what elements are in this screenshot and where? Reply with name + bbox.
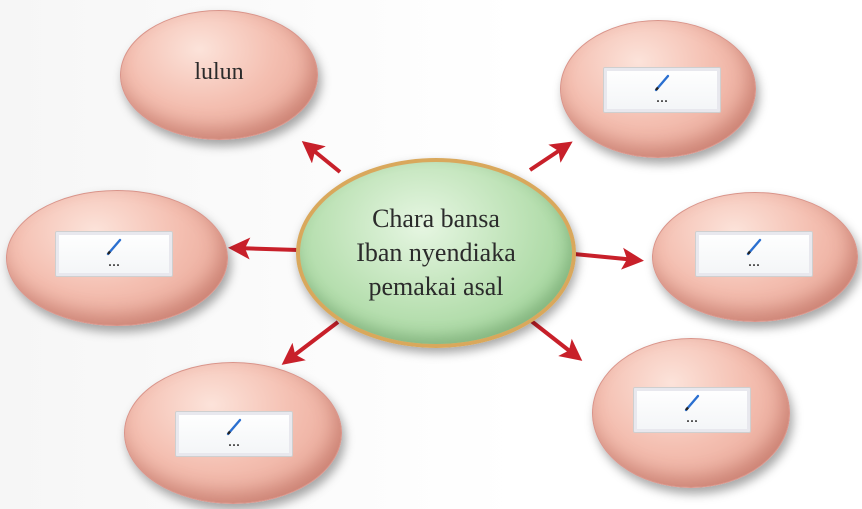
pen-icon	[106, 238, 122, 256]
answer-box[interactable]: ...	[55, 231, 173, 277]
answer-box[interactable]: ...	[633, 387, 751, 433]
node-top-right: ...	[560, 20, 756, 158]
node-label: lulun	[194, 59, 244, 85]
answer-placeholder: ...	[748, 253, 760, 270]
center-node: Chara bansa Iban nyendiaka pemakai asal	[296, 158, 576, 348]
arrow-to-top-left	[301, 140, 342, 174]
pen-icon	[684, 394, 700, 412]
arrow-to-mid-right	[573, 247, 644, 270]
pen-icon	[654, 74, 670, 92]
node-bottom-right: ...	[592, 338, 790, 488]
arrow-to-bottom-right	[528, 318, 583, 361]
answer-box[interactable]: ...	[695, 231, 813, 277]
center-label: Chara bansa Iban nyendiaka pemakai asal	[356, 204, 516, 301]
arrow-to-top-right	[528, 141, 573, 172]
answer-placeholder: ...	[228, 433, 240, 450]
answer-placeholder: ...	[656, 89, 668, 106]
node-mid-right: ...	[652, 192, 858, 322]
arrow-to-mid-left	[228, 237, 299, 260]
answer-box[interactable]: ...	[603, 67, 721, 113]
node-top-left: lulun	[120, 10, 318, 140]
pen-icon	[226, 418, 242, 436]
answer-placeholder: ...	[686, 409, 698, 426]
answer-placeholder: ...	[108, 253, 120, 270]
node-bottom-left: ...	[124, 362, 342, 504]
arrow-to-bottom-left	[281, 320, 340, 365]
pen-icon	[746, 238, 762, 256]
node-mid-left: ...	[6, 190, 228, 326]
answer-box[interactable]: ...	[175, 411, 293, 457]
